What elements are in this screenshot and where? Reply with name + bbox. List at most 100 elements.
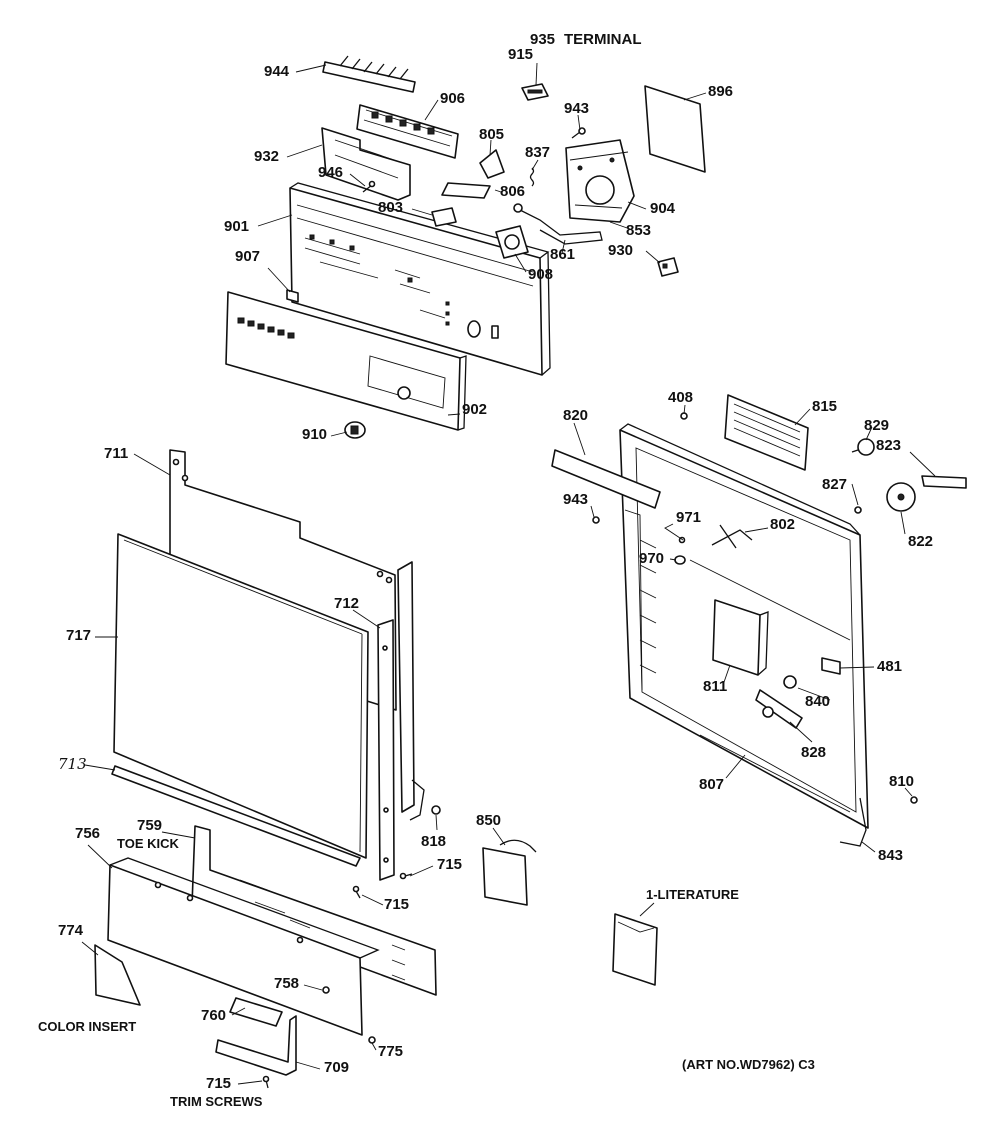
literature-booklet [612, 913, 658, 986]
label-896: 896 [708, 83, 734, 100]
label-715-c: 715 [206, 1075, 232, 1092]
label-861: 861 [550, 246, 576, 263]
label-904: 904 [650, 200, 676, 217]
part-810-screw [910, 796, 918, 804]
label-481: 481 [877, 658, 903, 675]
part-910-knob [344, 421, 366, 439]
label-literature: 1-LITERATURE [646, 887, 739, 902]
part-815-vent [724, 394, 809, 471]
label-terminal: TERMINAL [564, 31, 642, 48]
part-774-color-insert [94, 944, 141, 1006]
part-717-outer-panel [113, 533, 369, 859]
label-943-door: 943 [563, 491, 589, 508]
label-907: 907 [235, 248, 261, 265]
label-837: 837 [525, 144, 551, 161]
label-827: 827 [822, 476, 848, 493]
label-713: 713 [58, 755, 87, 773]
leader-lines [81, 62, 936, 1085]
part-908-selector [495, 225, 529, 259]
label-930: 930 [608, 242, 634, 259]
part-811-dispenser [712, 599, 769, 676]
part-915-terminal [521, 83, 549, 101]
label-935: 935 [530, 31, 556, 48]
part-943-screw-door [592, 516, 600, 524]
part-843-strip [839, 797, 867, 847]
label-717: 717 [66, 627, 92, 644]
part-861-853-linkage [513, 203, 603, 245]
label-775: 775 [378, 1043, 404, 1060]
part-775-screw [368, 1036, 376, 1044]
label-711: 711 [104, 445, 129, 462]
label-823: 823 [876, 437, 902, 454]
label-828: 828 [801, 744, 827, 761]
part-713-bottom-strip [111, 765, 361, 867]
part-829-823-822-knob [851, 438, 967, 512]
label-944: 944 [264, 63, 290, 80]
part-904-timer [565, 139, 635, 223]
label-toe-kick: TOE KICK [117, 836, 179, 851]
label-811: 811 [703, 678, 728, 695]
part-820-handle [551, 449, 661, 509]
part-803-switch [431, 207, 457, 227]
label-971: 971 [676, 509, 702, 526]
label-943-top: 943 [564, 100, 590, 117]
label-843: 843 [878, 847, 904, 864]
label-774: 774 [58, 922, 84, 939]
label-805: 805 [479, 126, 505, 143]
part-758-screw [322, 986, 330, 994]
part-837-spring [529, 167, 535, 187]
label-art-number: (ART NO.WD7962) C3 [682, 1057, 815, 1072]
part-850-panel [482, 839, 537, 906]
part-946-screw [362, 180, 376, 193]
label-970: 970 [639, 550, 665, 567]
part-902-front-panel [225, 291, 467, 431]
part-818-bumper [431, 805, 441, 815]
label-822: 822 [908, 533, 934, 550]
part-932-bracket [321, 127, 411, 201]
label-756: 756 [75, 825, 101, 842]
label-850: 850 [476, 812, 502, 829]
part-712-side-channel [377, 619, 395, 881]
part-481-label [821, 657, 841, 675]
part-715-screws [352, 872, 413, 899]
label-810: 810 [889, 773, 915, 790]
label-806: 806 [500, 183, 526, 200]
label-902: 902 [462, 401, 488, 418]
part-930-connector [657, 257, 679, 277]
label-901: 901 [224, 218, 250, 235]
part-709-bracket [215, 1015, 297, 1076]
label-853: 853 [626, 222, 652, 239]
part-944-strip [322, 55, 416, 93]
part-715-trim-screw [262, 1075, 270, 1089]
label-709: 709 [324, 1059, 350, 1076]
label-820: 820 [563, 407, 589, 424]
label-trim-screws: TRIM SCREWS [170, 1094, 263, 1109]
label-932: 932 [254, 148, 280, 165]
part-756-kick-panel [107, 857, 380, 1036]
part-827-screw [854, 506, 862, 514]
label-946: 946 [318, 164, 344, 181]
part-906-switch-block [356, 104, 459, 159]
label-807: 807 [699, 776, 725, 793]
label-759: 759 [137, 817, 163, 834]
label-color-insert: COLOR INSERT [38, 1019, 137, 1034]
part-802-lever [711, 524, 753, 549]
label-715-a: 715 [437, 856, 463, 873]
label-802: 802 [770, 516, 796, 533]
part-901-console-panel [289, 182, 551, 376]
label-408: 408 [668, 389, 694, 406]
label-818: 818 [421, 833, 447, 850]
label-715-b: 715 [384, 896, 410, 913]
label-908: 908 [528, 266, 554, 283]
part-760-bracket [229, 997, 283, 1027]
label-712: 712 [334, 595, 360, 612]
part-805-806-clip [441, 149, 505, 199]
label-758: 758 [274, 975, 300, 992]
label-910: 910 [302, 426, 328, 443]
label-906: 906 [440, 90, 466, 107]
label-760: 760 [201, 1007, 227, 1024]
label-803: 803 [378, 199, 404, 216]
part-943-screw-top [571, 127, 586, 139]
